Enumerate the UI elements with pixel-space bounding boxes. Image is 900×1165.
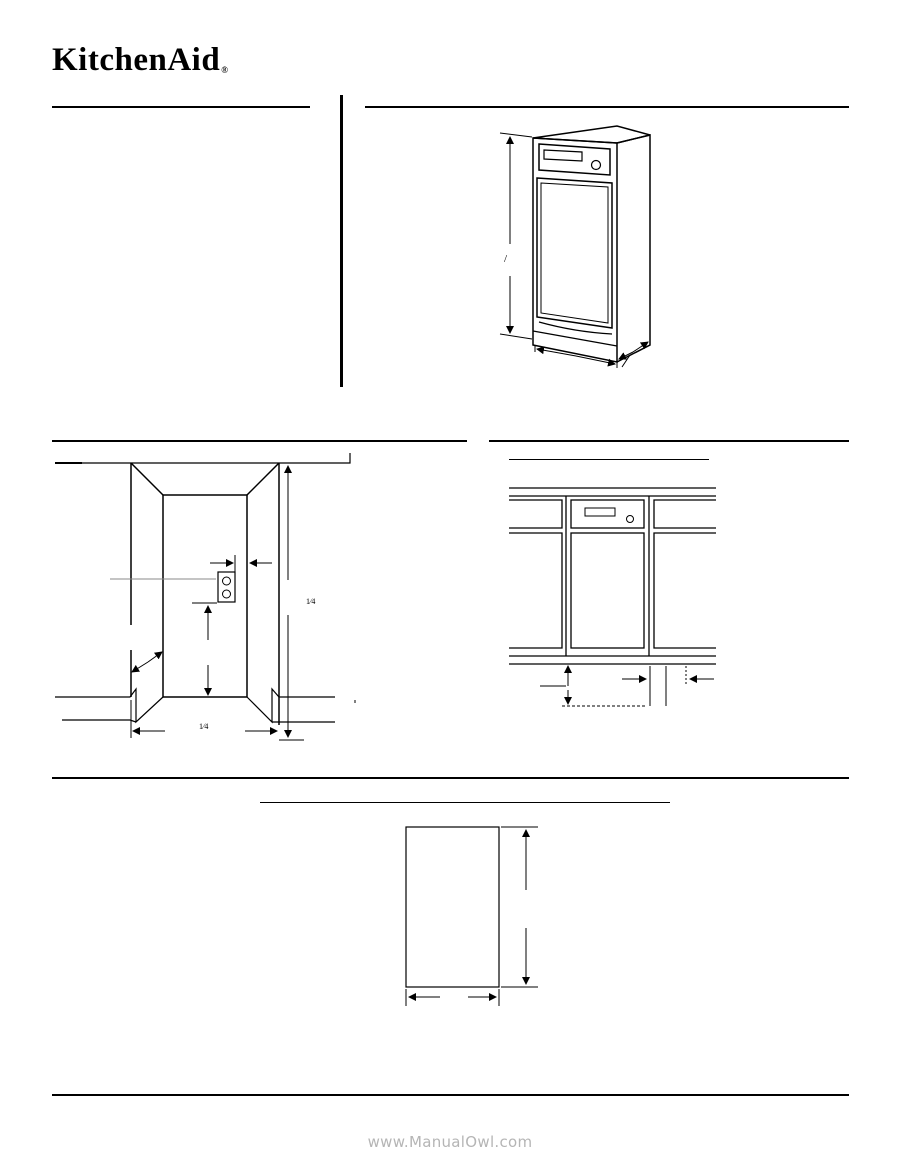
control-panel bbox=[538, 143, 611, 176]
right-drawer bbox=[653, 499, 716, 529]
brand-name: KitchenAid bbox=[52, 42, 221, 78]
installed-drawing bbox=[509, 487, 716, 707]
cabinet-side bbox=[616, 134, 651, 363]
unit-display bbox=[584, 507, 616, 517]
section-rule-installed bbox=[489, 440, 849, 442]
height-ext-bottom bbox=[499, 333, 533, 340]
section-rule-left-top bbox=[52, 106, 310, 108]
left-wall-top-bevel bbox=[130, 462, 164, 496]
depth-dim-a bbox=[131, 661, 149, 673]
height-ext-top bbox=[499, 132, 533, 138]
right-wall-top-bevel bbox=[246, 462, 280, 496]
column-divider bbox=[340, 95, 343, 387]
countertop-edge bbox=[55, 453, 351, 464]
door-handle bbox=[538, 321, 613, 335]
unit-door bbox=[570, 532, 645, 649]
registered-mark: ® bbox=[221, 65, 229, 75]
unit-knob bbox=[626, 515, 634, 523]
door-panel bbox=[536, 177, 613, 329]
subheading-rule-bottom bbox=[260, 802, 670, 803]
display-window bbox=[543, 149, 583, 162]
depth-dimension-a bbox=[618, 351, 634, 360]
unit-control-panel bbox=[570, 499, 645, 529]
brand-logo: KitchenAid® bbox=[52, 40, 228, 80]
footer-rule bbox=[52, 1094, 849, 1096]
cutout-width-fraction: 1⁄4 bbox=[199, 722, 208, 731]
cutout-height-fraction: 1⁄4 bbox=[306, 597, 315, 606]
depth-leader bbox=[621, 354, 631, 368]
left-door bbox=[509, 532, 563, 649]
section-rule-right-top bbox=[365, 106, 849, 108]
section-rule-cutout bbox=[52, 440, 467, 442]
depth-dim-b bbox=[147, 651, 163, 663]
height-mark: / bbox=[504, 253, 508, 265]
width-dimension-a bbox=[536, 346, 577, 357]
left-drawer bbox=[509, 499, 563, 529]
cabinet-top bbox=[532, 125, 651, 144]
floor-left bbox=[55, 687, 164, 724]
cabinet-front bbox=[532, 137, 618, 363]
door-inner-panel bbox=[540, 182, 609, 324]
front-outline-drawing bbox=[405, 826, 538, 1006]
front-outline-rect bbox=[405, 826, 500, 988]
floor-left-lower bbox=[62, 719, 137, 723]
electrical-outlet bbox=[217, 571, 236, 603]
toe-kick bbox=[532, 330, 618, 347]
subheading-rule-installed bbox=[509, 459, 709, 460]
section-rule-bottom bbox=[52, 777, 849, 779]
right-door bbox=[653, 532, 716, 649]
depth-dimension-b bbox=[632, 341, 649, 353]
watermark: www.ManualOwl.com bbox=[367, 1133, 533, 1151]
cutout-drawing bbox=[55, 453, 356, 741]
width-dimension-b bbox=[575, 355, 616, 367]
floor-right bbox=[246, 687, 335, 724]
outlet-socket-upper bbox=[222, 576, 231, 586]
control-knob bbox=[590, 159, 602, 171]
product-isometric-drawing bbox=[499, 125, 651, 368]
outlet-socket-lower bbox=[222, 589, 231, 599]
